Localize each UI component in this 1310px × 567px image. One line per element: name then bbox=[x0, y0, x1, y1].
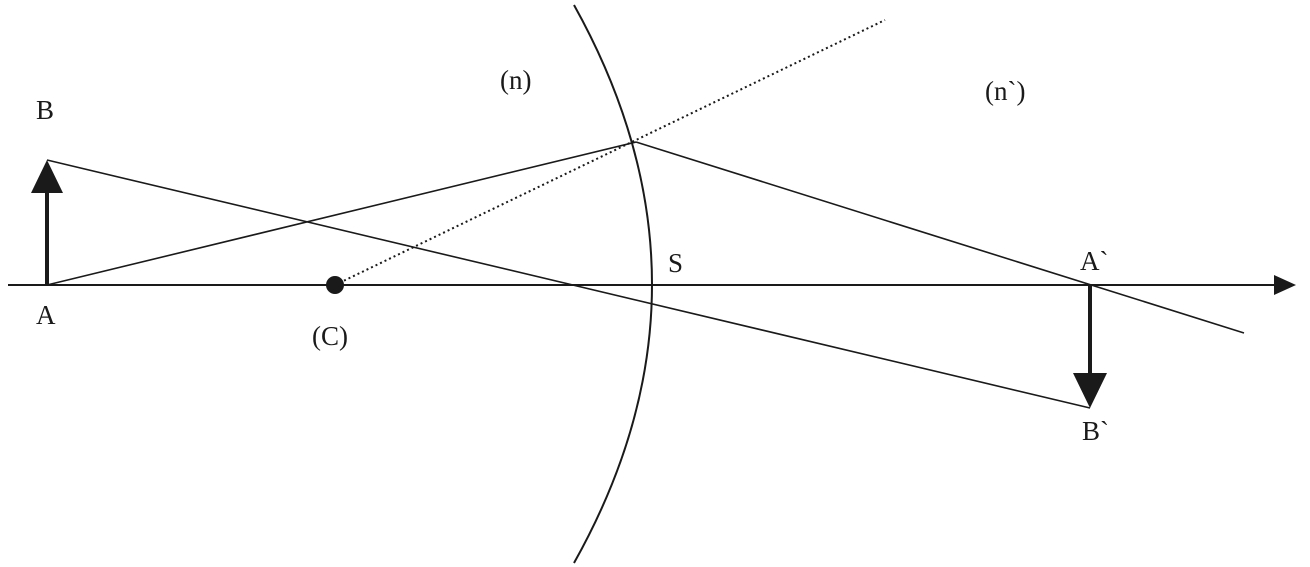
normal-line-dotted bbox=[334, 19, 886, 286]
ray-refracted bbox=[635, 141, 1245, 334]
label-image-base: A` bbox=[1080, 246, 1109, 276]
optical-axis-arrowhead bbox=[1274, 275, 1296, 295]
label-object-tip: B bbox=[36, 95, 55, 125]
center-point bbox=[326, 276, 344, 294]
ray-b-through-vertex bbox=[46, 159, 1091, 409]
label-image-tip: B` bbox=[1082, 416, 1109, 446]
label-object-base: A bbox=[36, 300, 56, 330]
label-medium-1: (n) bbox=[500, 65, 532, 95]
object-arrow-head bbox=[31, 160, 63, 193]
label-vertex: S bbox=[668, 248, 684, 278]
label-center: (C) bbox=[312, 321, 348, 351]
image-arrow-head bbox=[1073, 373, 1107, 408]
ray-a-incident bbox=[46, 141, 637, 286]
label-medium-2: (n`) bbox=[985, 76, 1026, 106]
refracting-surface bbox=[573, 4, 653, 564]
